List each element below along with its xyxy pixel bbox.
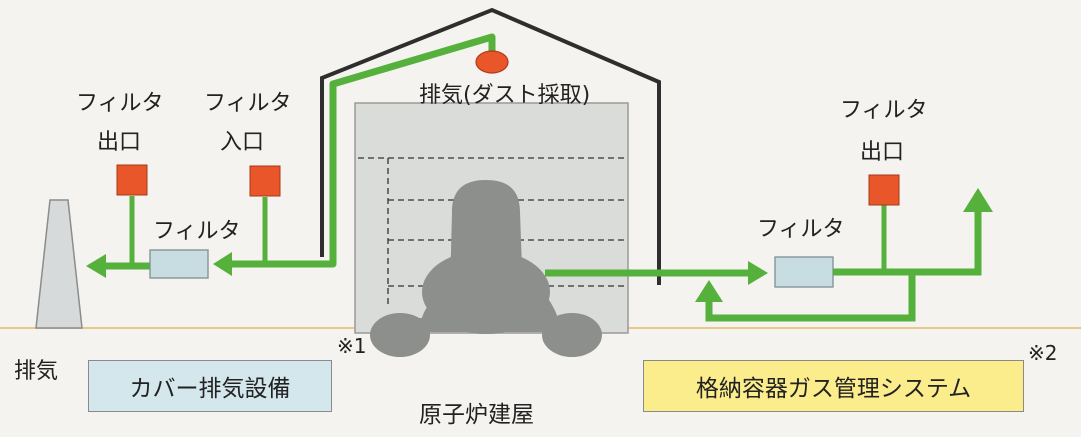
right-outlet-sensor — [868, 174, 900, 206]
left-inlet-sensor — [249, 165, 281, 197]
stack-icon — [35, 199, 83, 329]
right-filter — [774, 256, 834, 288]
reactor-vessel-icon — [370, 180, 602, 357]
left-filter-label: フィルタ — [153, 219, 241, 244]
cover-exhaust-system-box: カバー排気設備 — [88, 360, 332, 412]
note-1: ※1 — [337, 334, 367, 358]
note-2: ※2 — [1028, 341, 1058, 365]
sampling-pipe — [263, 33, 496, 268]
dust-sampler-icon — [475, 50, 509, 74]
left-outlet-sensor — [116, 164, 148, 196]
exhaust-label: 排気 — [14, 359, 59, 384]
right-outlet-label-line1: フィルタ — [840, 98, 928, 123]
exhaust-sampling-label: 排気(ダスト採取) — [419, 83, 591, 108]
cover-roof — [320, 7, 661, 285]
arrow-right-icon — [748, 261, 768, 285]
pcv-gas-management-label: 格納容器ガス管理システム — [695, 376, 972, 402]
right-outlet-label-line2: 出口 — [860, 140, 905, 165]
arrow-return-icon — [695, 280, 723, 302]
arrow-up-icon — [963, 188, 993, 212]
reactor-building-label: 原子炉建屋 — [419, 402, 534, 428]
left-outlet-label-line1: フィルタ — [76, 91, 164, 116]
right-filter-label: フィルタ — [757, 217, 845, 242]
left-inlet-label-line2: 入口 — [220, 130, 265, 155]
cover-exhaust-system-label: カバー排気設備 — [129, 376, 291, 402]
arrow-to-stack-icon — [86, 254, 106, 278]
return-loop-pipe — [705, 272, 916, 322]
left-inlet-label-line1: フィルタ — [204, 91, 292, 116]
left-filter — [149, 249, 209, 279]
arrow-left-icon — [213, 252, 232, 276]
right-exhaust-pipe — [833, 210, 982, 276]
pcv-gas-management-box: 格納容器ガス管理システム — [643, 360, 1024, 412]
left-outlet-label-line2: 出口 — [97, 130, 142, 155]
building-floors — [358, 157, 625, 306]
